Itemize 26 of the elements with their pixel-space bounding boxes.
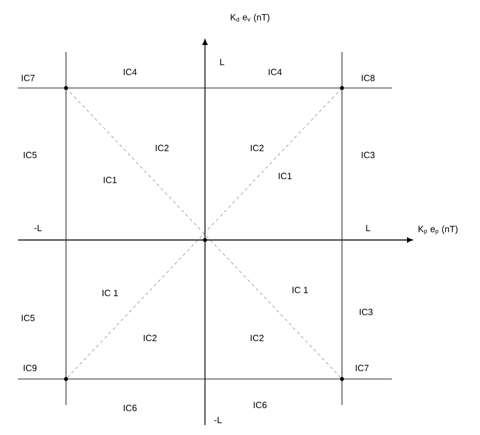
region-label: IC7 <box>22 74 35 82</box>
axis-label: K$_{d}$ e$_{v}$ (nT) <box>230 14 270 22</box>
region-label: IC2 <box>250 144 264 152</box>
region-label: IC5 <box>24 152 37 158</box>
axis-label: K$_{p}$ e$_{p}$ (nT) <box>418 226 458 234</box>
region-label: IC3 <box>362 152 375 158</box>
region-label: IC6 <box>124 404 137 412</box>
region-label: IC9 <box>24 364 37 372</box>
region-label: IC1 <box>278 172 292 180</box>
region-label: IC 1 <box>102 290 118 296</box>
region-label: IC2 <box>250 334 264 342</box>
axis-mark: -L <box>34 224 42 232</box>
region-label: IC8 <box>362 74 375 82</box>
region-label: IC5 <box>22 314 35 322</box>
region-label: IC 1 <box>292 286 308 294</box>
axis-mark: -L <box>214 416 222 424</box>
region-label: IC1 <box>104 176 117 184</box>
region-label: IC2 <box>144 334 157 342</box>
axis-mark: L <box>366 224 370 232</box>
region-label: IC7 <box>356 364 369 372</box>
region-label: IC4 <box>124 68 137 76</box>
region-label: IC2 <box>156 144 169 152</box>
region-label: IC4 <box>268 68 282 76</box>
axis-mark: L <box>220 58 224 66</box>
region-label: IC3 <box>360 308 373 316</box>
region-label: IC6 <box>254 402 267 408</box>
